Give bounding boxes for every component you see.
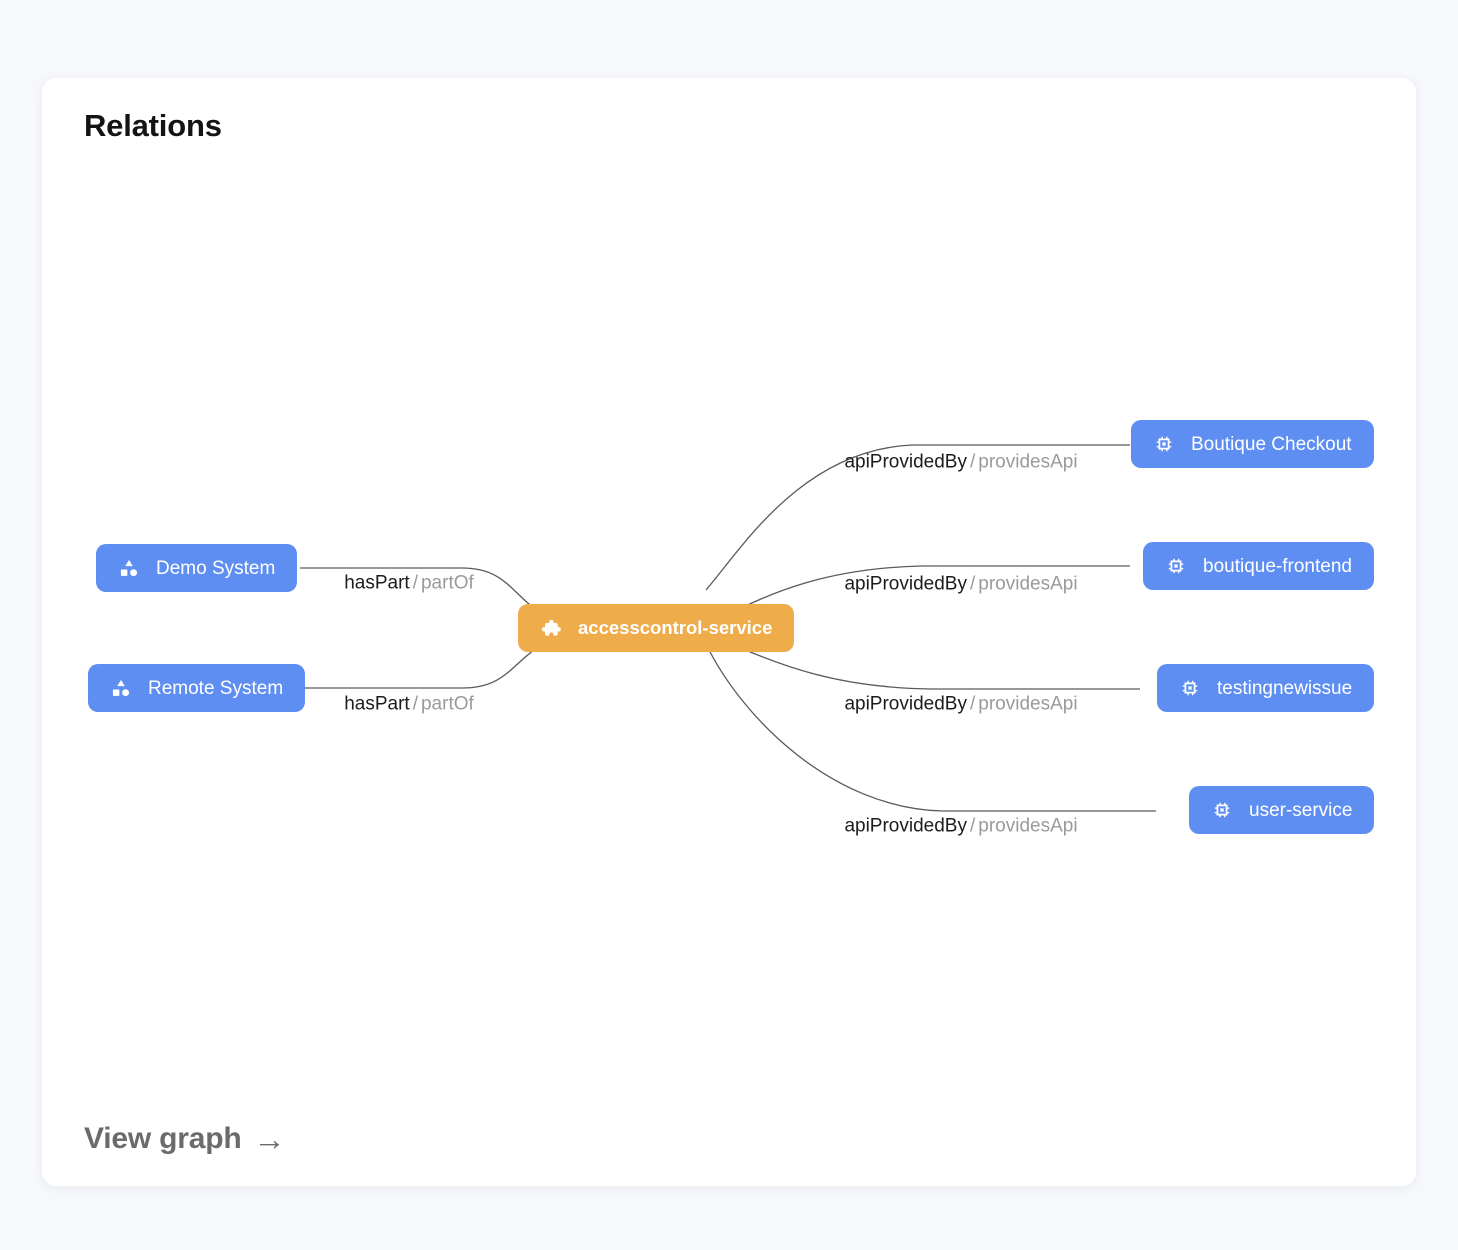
graph-node-remote-system[interactable]: Remote System	[88, 664, 306, 712]
cpu-chip-icon	[1165, 555, 1187, 577]
edge-label-separator: /	[412, 572, 418, 594]
edge-label-forward: apiProvidedBy	[844, 815, 967, 837]
edge-label-reverse: providesApi	[978, 451, 1078, 473]
graph-node-boutique-frontend[interactable]: boutique-frontend	[1143, 542, 1374, 590]
graph-node-label: Demo System	[156, 557, 276, 579]
graph-edge-label-edge-boutique-frontend-api: apiProvidedBy/providesApi	[844, 575, 1077, 594]
edge-label-reverse: providesApi	[978, 693, 1078, 715]
graph-edge-label-edge-user-service-api: apiProvidedBy/providesApi	[844, 817, 1077, 836]
page-title: Relations	[84, 108, 222, 143]
edge-label-forward: apiProvidedBy	[844, 693, 967, 715]
edge-label-forward: apiProvidedBy	[844, 451, 967, 473]
edge-label-separator: /	[969, 693, 976, 715]
graph-node-label: Boutique Checkout	[1191, 433, 1352, 455]
category-shapes-icon	[118, 557, 140, 579]
graph-node-boutique-checkout[interactable]: Boutique Checkout	[1131, 420, 1374, 468]
cpu-chip-icon	[1153, 433, 1175, 455]
view-graph-link[interactable]: View graph →	[84, 1121, 286, 1157]
arrow-right-icon: →	[253, 1121, 286, 1157]
edge-label-forward: apiProvidedBy	[844, 573, 967, 595]
graph-node-label: user-service	[1249, 799, 1353, 821]
graph-edge-edge-user-service-api	[705, 643, 1156, 812]
cpu-chip-icon	[1211, 799, 1233, 821]
edge-label-reverse: partOf	[420, 572, 474, 594]
edge-label-separator: /	[412, 693, 418, 715]
category-shapes-icon	[110, 677, 132, 699]
edge-label-separator: /	[969, 451, 976, 473]
graph-node-testingnewissue[interactable]: testingnewissue	[1157, 664, 1375, 712]
edge-label-reverse: partOf	[420, 693, 474, 715]
edge-label-separator: /	[969, 573, 976, 595]
graph-node-label: boutique-frontend	[1203, 555, 1352, 577]
cpu-chip-icon	[1179, 677, 1201, 699]
graph-node-accesscontrol-service[interactable]: accesscontrol-service	[518, 604, 795, 652]
graph-edge-label-edge-testingnewissue-api: apiProvidedBy/providesApi	[844, 695, 1077, 714]
edge-label-reverse: providesApi	[978, 573, 1078, 595]
graph-node-demo-system[interactable]: Demo System	[96, 544, 298, 592]
edge-label-forward: hasPart	[344, 572, 410, 594]
edge-label-reverse: providesApi	[978, 815, 1078, 837]
graph-edge-label-edge-remote-hasPart: hasPart/partOf	[344, 695, 474, 714]
graph-node-label: Remote System	[148, 677, 284, 699]
edge-label-separator: /	[969, 815, 976, 837]
graph-node-user-service[interactable]: user-service	[1189, 786, 1375, 834]
view-graph-label: View graph	[84, 1122, 242, 1155]
graph-node-label: testingnewissue	[1217, 677, 1353, 699]
puzzle-piece-icon	[540, 617, 562, 639]
graph-edge-label-edge-boutique-checkout-api: apiProvidedBy/providesApi	[844, 453, 1077, 472]
graph-edge-label-edge-demo-hasPart: hasPart/partOf	[344, 574, 474, 593]
edge-label-forward: hasPart	[344, 693, 410, 715]
graph-node-label: accesscontrol-service	[578, 616, 773, 638]
